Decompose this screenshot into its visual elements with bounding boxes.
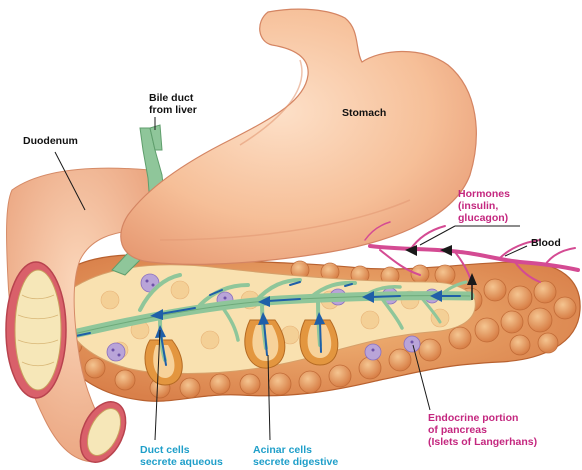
leader-lines [54,117,528,441]
hormones-label-line3: glucagon) [458,212,509,224]
duct-cells-label: Duct cells secrete aqueous [140,444,223,468]
acinar-cells-label-line2: secrete digestive [253,456,339,468]
blood-label: Blood [531,237,561,249]
bile-duct-label: Bile duct from liver [149,92,197,116]
hormones-label-line1: Hormones [458,188,510,200]
stomach-label: Stomach [342,107,386,119]
acinar-cells-label-line1: Acinar cells [253,444,312,456]
hormone-flow-arrows [405,245,477,300]
acinar-cells-label: Acinar cells secrete digestive [253,444,338,468]
hormones-label: Hormones (insulin, glucagon) [458,188,510,224]
blood-label-text: Blood [531,237,561,249]
duodenum [5,167,151,463]
bile-duct-label-line1: Bile duct [149,92,194,104]
duodenum-label: Duodenum [23,135,78,147]
endocrine-label: Endocrine portion of pancreas (Islets of… [428,412,537,448]
secretion-flow-arrows [40,281,461,366]
endocrine-label-line2: of pancreas [428,424,487,436]
stomach [120,8,477,265]
stomach-label-text: Stomach [342,107,387,119]
duct-cells-label-line2: secrete aqueous [140,456,223,468]
duodenum-label-text: Duodenum [23,135,78,147]
hormones-label-line2: (insulin, [458,200,499,212]
endocrine-label-line3: (Islets of Langerhans) [428,436,538,448]
bile-duct-label-line2: from liver [149,104,197,116]
endocrine-label-line1: Endocrine portion [428,412,519,424]
duct-cells-label-line1: Duct cells [140,444,190,456]
